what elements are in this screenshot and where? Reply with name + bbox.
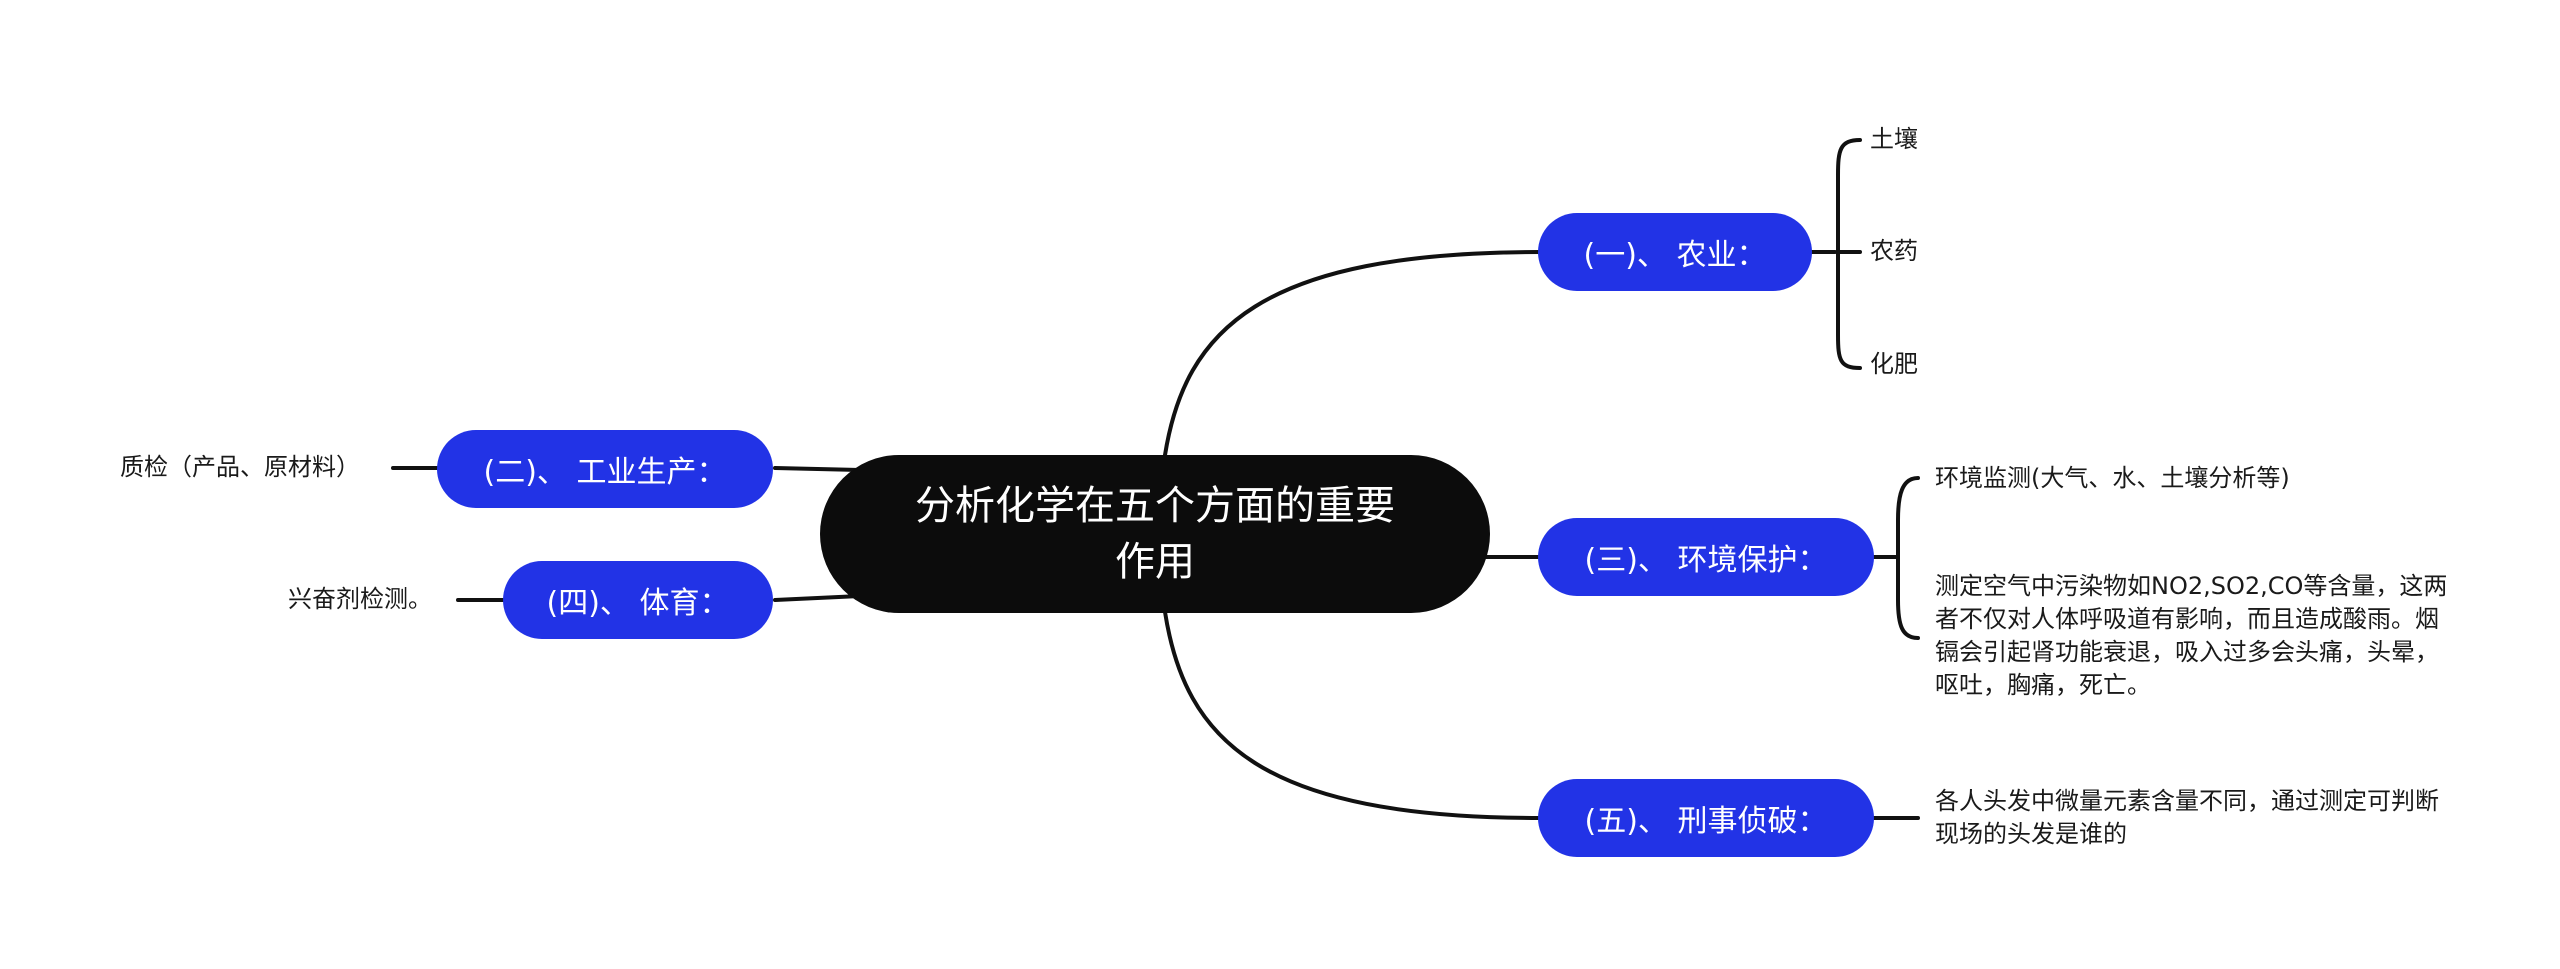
link-root-forensics bbox=[1163, 610, 1542, 820]
branch-environment[interactable]: (三)、 环境保护： bbox=[1538, 518, 1874, 596]
branch-sports[interactable]: (四)、 体育： bbox=[503, 561, 773, 639]
leaf-environment-monitoring[interactable]: 环境监测(大气、水、土壤分析等) bbox=[1935, 464, 2290, 492]
branch-industry-label: (二)、 工业生产： bbox=[483, 455, 727, 490]
branch-environment-label: (三)、 环境保护： bbox=[1584, 543, 1828, 578]
root-topic-label: 分析化学在五个方面的重要作用 bbox=[915, 483, 1395, 585]
link-root-industry bbox=[773, 466, 862, 472]
branch-sports-label: (四)、 体育： bbox=[546, 586, 730, 621]
branch-forensics-label: (五)、 刑事侦破： bbox=[1584, 804, 1828, 839]
branch-industry[interactable]: (二)、 工业生产： bbox=[437, 430, 773, 508]
link-root-sports bbox=[773, 594, 862, 602]
branch-agriculture-label: (一)、 农业： bbox=[1583, 238, 1767, 273]
link-root-agriculture bbox=[1163, 250, 1542, 457]
leaf-industry-quality-check[interactable]: 质检（产品、原材料） bbox=[120, 453, 360, 481]
leaf-agriculture-soil[interactable]: 土壤 bbox=[1870, 125, 1918, 153]
branch-agriculture[interactable]: (一)、 农业： bbox=[1538, 213, 1812, 291]
leaf-sports-doping-test[interactable]: 兴奋剂检测。 bbox=[288, 585, 432, 613]
leaf-agriculture-fertilizer[interactable]: 化肥 bbox=[1870, 350, 1918, 378]
branch-forensics[interactable]: (五)、 刑事侦破： bbox=[1538, 779, 1874, 857]
root-topic[interactable]: 分析化学在五个方面的重要作用 bbox=[820, 455, 1490, 613]
environment-bracket bbox=[1896, 476, 1920, 640]
agriculture-bracket bbox=[1836, 138, 1862, 370]
leaf-forensics-hair-analysis[interactable]: 各人头发中微量元素含量不同，通过测定可判断现场的头发是谁的 bbox=[1935, 787, 2439, 848]
leaf-environment-pollutants[interactable]: 测定空气中污染物如NO2,SO2,CO等含量，这两者不仅对人体呼吸道有影响，而且… bbox=[1935, 572, 2448, 699]
leaf-agriculture-pesticide[interactable]: 农药 bbox=[1870, 237, 1918, 265]
